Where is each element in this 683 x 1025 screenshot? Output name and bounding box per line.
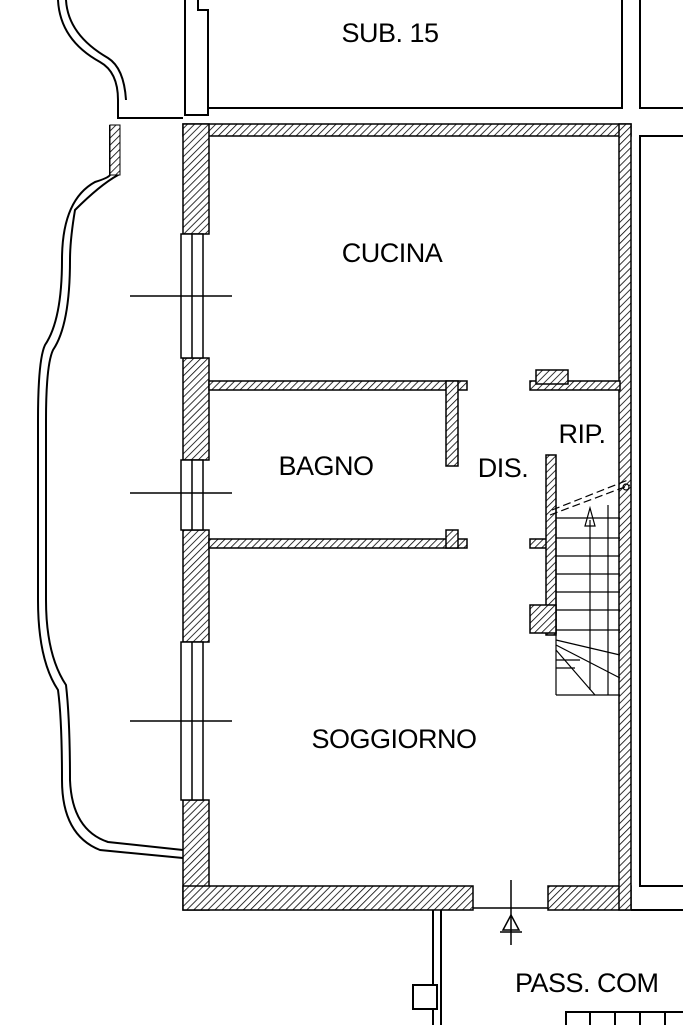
window-living — [130, 641, 232, 801]
window-bathroom — [130, 459, 232, 531]
room-label-pass: PASS. COM — [515, 968, 659, 998]
room-label-dis: DIS. — [478, 453, 529, 483]
room-label-sub15: SUB. 15 — [341, 18, 438, 48]
room-label-soggiorno: SOGGIORNO — [311, 724, 476, 754]
entrance-marker — [473, 880, 548, 945]
room-label-bagno: BAGNO — [278, 451, 373, 481]
neighbor-outline — [412, 135, 683, 1025]
balcony-post — [109, 124, 121, 176]
sub15-unit — [184, 0, 683, 116]
room-label-cucina: CUCINA — [342, 238, 443, 268]
window-kitchen — [130, 233, 232, 359]
room-label-rip: RIP. — [558, 419, 605, 449]
staircase — [549, 479, 631, 696]
interior-walls — [208, 369, 621, 636]
balcony-outline — [37, 0, 184, 859]
